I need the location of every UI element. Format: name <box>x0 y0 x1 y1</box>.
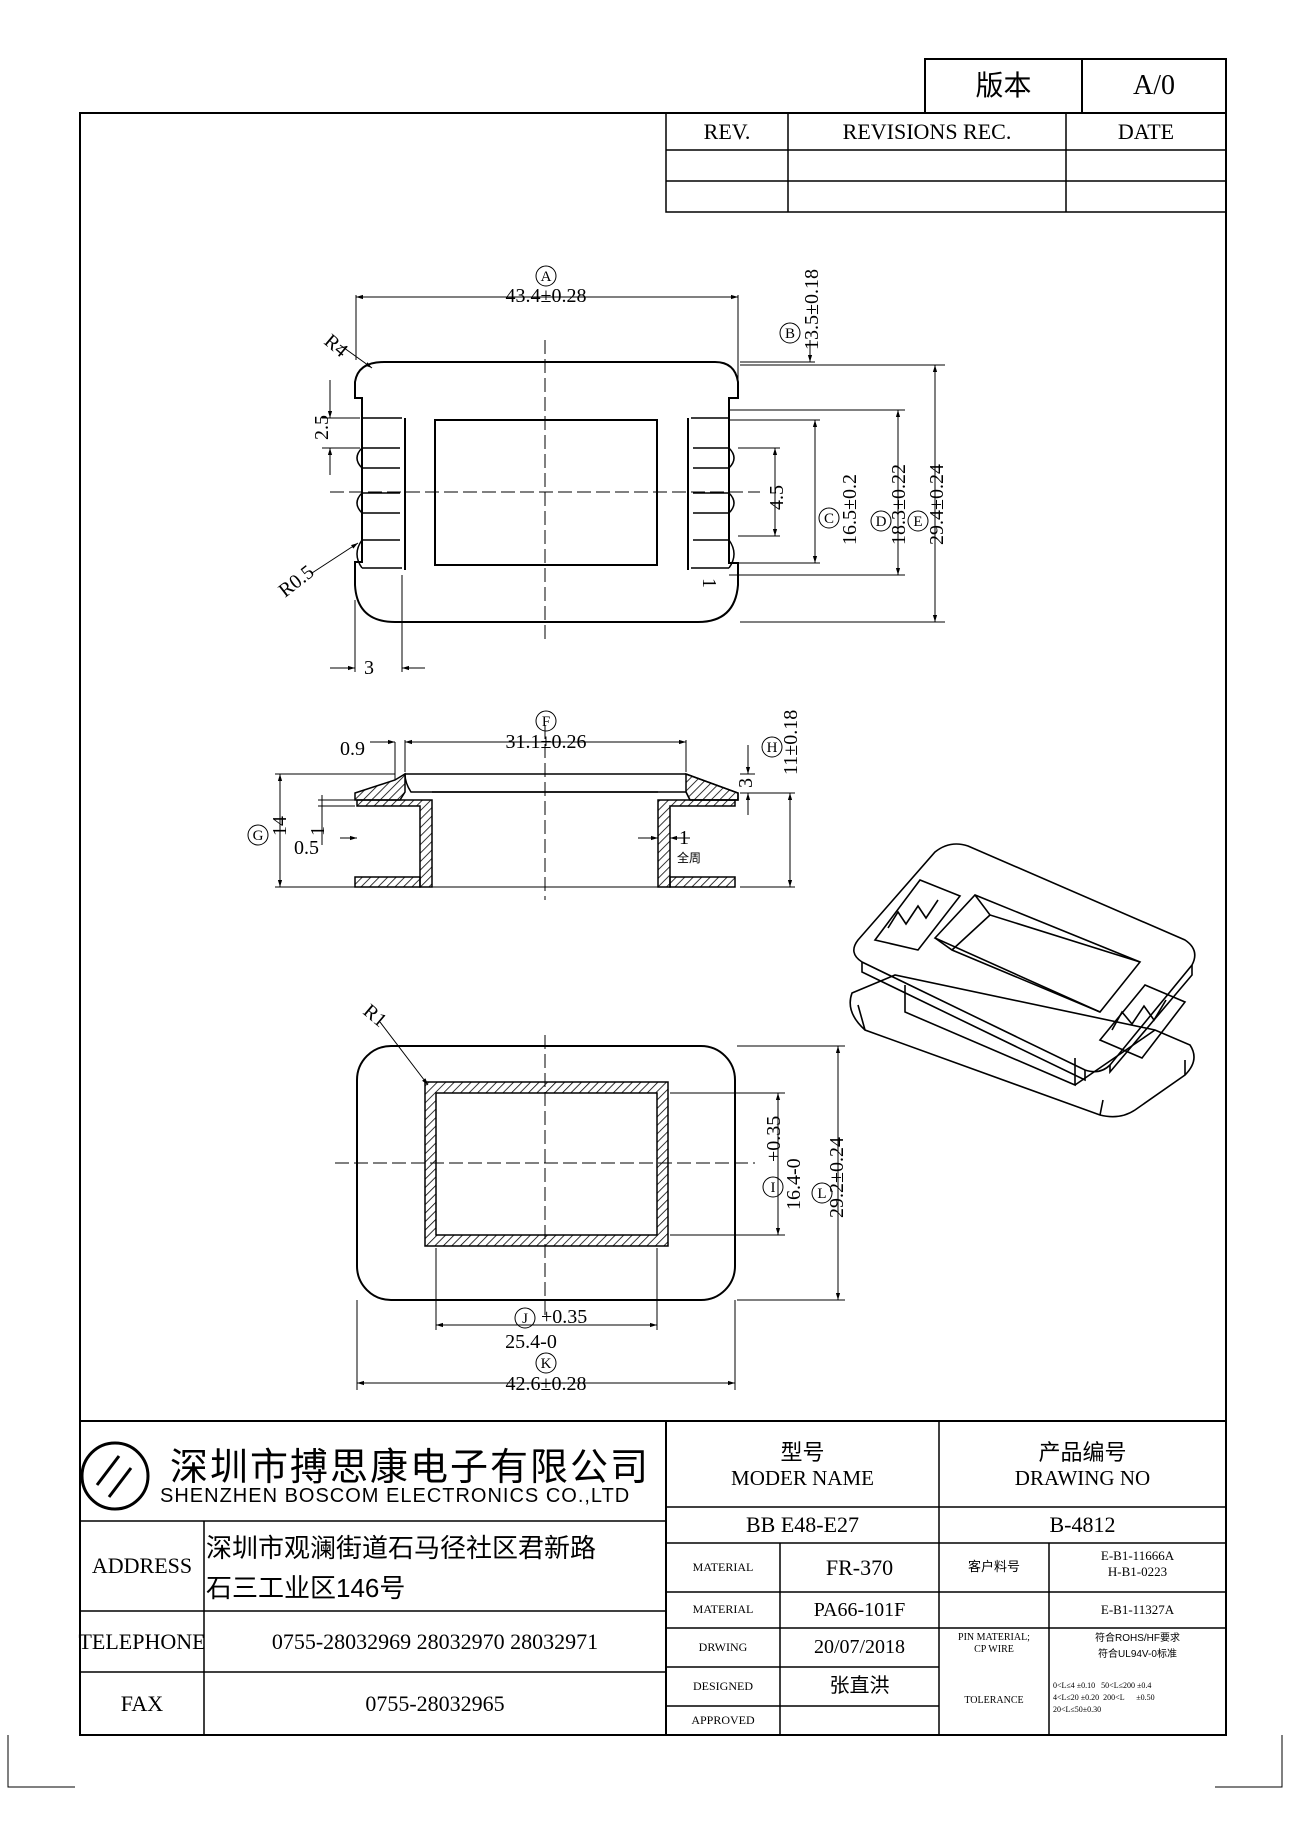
tolerance-line-2: 4<L≤20 ±0.20 200<L ±0.50 <box>1053 1693 1155 1702</box>
date-header: DATE <box>1117 118 1175 144</box>
version-value: A/0 <box>1133 69 1175 101</box>
dim-2-5: 2.5 <box>311 415 333 440</box>
balloon-f: F <box>542 714 550 730</box>
side-view <box>354 725 739 900</box>
dim-3-b: 3 <box>735 778 757 788</box>
dim-1-b: 1 <box>679 827 689 849</box>
material-label-1: MATERIAL <box>692 1559 754 1574</box>
drawing-no-en: DRAWING NO <box>1014 1466 1151 1490</box>
tolerance-label: TOLERANCE <box>964 1695 1024 1707</box>
customer-part-label: 客户料号 <box>967 1559 1020 1575</box>
drwing-label: DRWING <box>698 1639 748 1654</box>
dim-j-tol: +0.35 <box>541 1306 587 1328</box>
dim-1: 1 <box>307 826 329 836</box>
balloon-k: K <box>541 1356 552 1372</box>
sheet-border <box>79 112 1227 1736</box>
balloon-j: J <box>522 1311 528 1327</box>
side-view-dimensions <box>275 739 795 888</box>
designed-value: 张直洪 <box>829 1675 890 1697</box>
address-label: ADDRESS <box>91 1553 193 1579</box>
dim-0-9: 0.9 <box>340 738 365 760</box>
model-name-cn: 型号 <box>780 1440 825 1465</box>
balloon-g: G <box>253 828 264 844</box>
balloon-a: A <box>541 269 552 285</box>
version-label: 版本 <box>975 69 1032 101</box>
dim-quanzhou: 全周 <box>677 850 701 865</box>
balloon-l: L <box>817 1186 826 1202</box>
material-value-1: FR-370 <box>825 1554 894 1580</box>
isometric-view <box>849 843 1196 1118</box>
address-line-1: 深圳市观澜街道石马径社区君新路 <box>206 1533 597 1563</box>
tolerance-line-1: 0<L≤4 ±0.10 50<L≤200 ±0.4 <box>1053 1681 1152 1690</box>
dim-j-base: 25.4-0 <box>505 1331 557 1353</box>
designed-label: DESIGNED <box>693 1678 753 1693</box>
pin-material-value-2: 符合UL94V-0标准 <box>1098 1649 1177 1660</box>
revisions-rec-header: REVISIONS REC. <box>842 118 1012 144</box>
dim-i-tol: +0.35 <box>763 1116 785 1162</box>
material-label-2: MATERIAL <box>692 1602 754 1617</box>
model-name-en: MODER NAME <box>731 1466 874 1490</box>
telephone-label: TELEPHONE <box>78 1628 206 1654</box>
model-value: BB E48-E27 <box>745 1512 860 1538</box>
dim-e: 29.4±0.24 <box>926 464 948 545</box>
revisions-table <box>665 112 1227 213</box>
dim-g: 14 <box>269 816 291 836</box>
material-value-2: PA66-101F <box>813 1598 906 1621</box>
dim-l: 29.2±0.24 <box>826 1137 848 1218</box>
dim-0-5: 0.5 <box>294 837 319 859</box>
telephone-value: 0755-28032969 28032970 28032971 <box>271 1628 599 1654</box>
dim-b: 13.5±0.18 <box>801 269 823 350</box>
top-view <box>330 340 760 640</box>
drawing-no-cn: 产品编号 <box>1038 1440 1127 1465</box>
fax-value: 0755-28032965 <box>365 1690 505 1716</box>
company-logo <box>80 1441 150 1511</box>
dim-a: 43.4±0.28 <box>506 285 587 307</box>
dim-d: 18.3±0.22 <box>888 464 910 545</box>
dim-r05: R0.5 <box>275 561 319 602</box>
dim-c: 16.5±0.2 <box>839 474 861 545</box>
bottom-view-dimensions <box>356 1021 845 1390</box>
title-block-grid <box>80 1420 1226 1735</box>
balloon-h: H <box>767 740 778 756</box>
balloon-i: I <box>771 1180 776 1196</box>
top-view-dimensions <box>311 294 945 672</box>
dim-i-base: 16.4-0 <box>783 1158 805 1210</box>
pin-material-label-2: CP WIRE <box>974 1644 1014 1655</box>
dim-h: 11±0.18 <box>780 710 802 775</box>
pin-material-label-1: PIN MATERIAL; <box>958 1632 1030 1643</box>
dim-k: 42.6±0.28 <box>506 1373 587 1395</box>
dim-f: 31.1±0.26 <box>506 731 587 753</box>
dim-4-5: 4.5 <box>766 485 788 510</box>
drwing-date: 20/07/2018 <box>813 1636 906 1658</box>
balloon-e: E <box>913 514 922 530</box>
company-name-en: SHENZHEN BOSCOM ELECTRONICS CO.,LTD <box>160 1485 631 1507</box>
dim-r4: R4 <box>320 330 352 362</box>
pin-material-value-1: 符合ROHS/HF要求 <box>1095 1633 1180 1644</box>
dim-mark-1: 1 <box>698 578 720 588</box>
customer-part-value-1: E-B1-11666A <box>1100 1548 1175 1563</box>
approved-label: APPROVED <box>691 1712 755 1727</box>
company-name-cn: 深圳市搏思康电子有限公司 <box>170 1447 651 1489</box>
balloon-d: D <box>876 514 887 530</box>
rev-header: REV. <box>703 118 751 144</box>
dim-r1: R1 <box>359 1000 391 1032</box>
dim-3: 3 <box>364 657 374 679</box>
customer-part-value-2: H-B1-0223 <box>1107 1564 1168 1579</box>
bottom-view <box>335 1035 755 1315</box>
tolerance-line-3: 20<L≤50±0.30 <box>1053 1705 1102 1714</box>
balloon-b: B <box>785 326 795 342</box>
customer-part-value-3: E-B1-11327A <box>1100 1601 1175 1617</box>
fax-label: FAX <box>120 1690 164 1716</box>
drawing-value: B-4812 <box>1049 1512 1116 1538</box>
address-line-2: 石三工业区146号 <box>206 1573 406 1603</box>
crop-marks <box>7 1735 1283 1788</box>
balloon-c: C <box>824 511 834 527</box>
